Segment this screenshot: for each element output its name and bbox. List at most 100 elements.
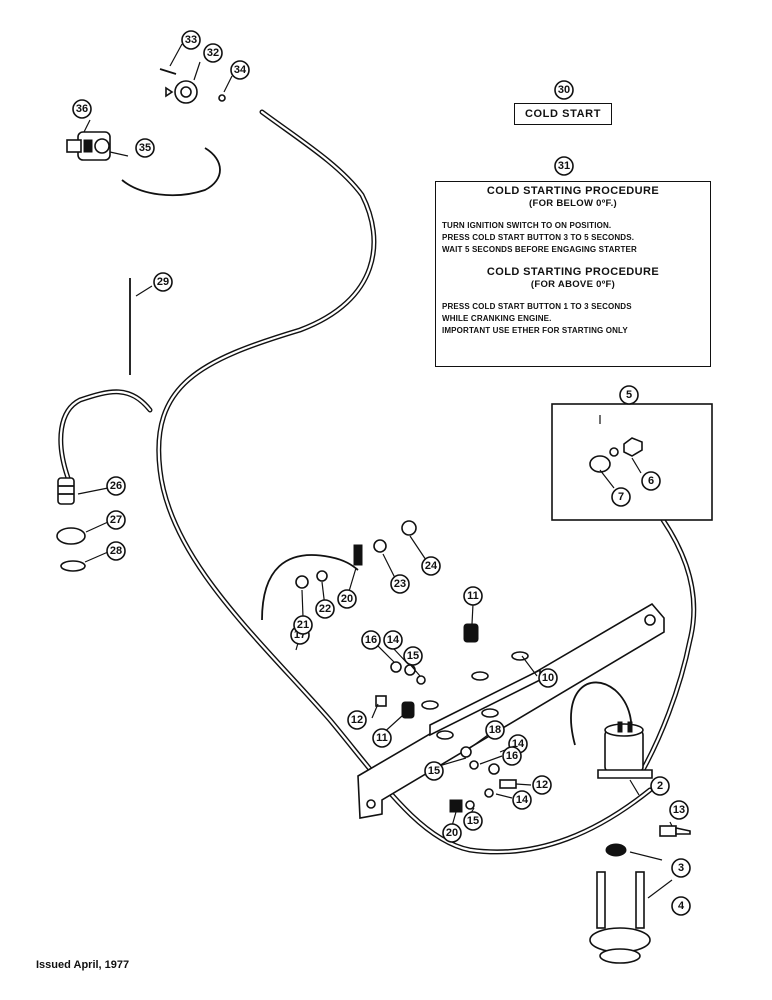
callout-15-c: 15 [463,811,483,831]
svg-text:26: 26 [110,480,122,492]
gasket-28 [60,560,86,572]
svg-text:30: 30 [558,84,570,96]
fitting-26 [57,477,75,505]
svg-text:15: 15 [428,765,440,777]
callout-23: 23 [390,574,410,594]
callout-11-upper: 11 [463,586,483,606]
svg-text:32: 32 [207,47,219,59]
svg-text:14: 14 [387,634,400,646]
callout-31: 31 [554,156,574,176]
screw-33 [159,68,177,75]
grommet-27 [56,527,86,545]
callout-32: 32 [203,43,223,63]
callout-3: 3 [671,858,691,878]
svg-text:15: 15 [407,650,419,662]
svg-text:18: 18 [489,724,501,736]
procedure-line: PRESS COLD START BUTTON 3 TO 5 SECONDS. [442,233,635,242]
callout-20-lower: 20 [442,823,462,843]
svg-text:20: 20 [446,827,458,839]
svg-text:16: 16 [365,634,377,646]
callout-29: 29 [153,272,173,292]
svg-text:34: 34 [234,64,247,76]
svg-text:11: 11 [376,732,388,744]
procedure-title-below: COLD STARTING PROCEDURE [486,185,660,197]
svg-text:10: 10 [542,672,554,684]
procedure-subtitle-below: (FOR BELOW 0ºF.) [529,198,617,209]
callout-16-a: 16 [361,630,381,650]
svg-text:12: 12 [536,779,548,791]
callout-12-right: 12 [532,775,552,795]
capscrew-13 [659,825,691,837]
callout-16-b: 16 [502,746,522,766]
ground-wire-17 [261,554,359,621]
bracket-strap-5 [637,517,697,778]
procedure-title-above: COLD STARTING PROCEDURE [486,266,660,278]
cold-start-switch-36 [66,131,111,161]
svg-text:35: 35 [139,142,151,154]
svg-text:2: 2 [657,780,663,792]
svg-text:31: 31 [558,160,570,172]
procedure-subtitle-above: (FOR ABOVE 0ºF) [530,279,616,290]
callout-6: 6 [641,471,661,491]
procedure-line: WHILE CRANKING ENGINE. [442,314,552,323]
callout-35: 35 [135,138,155,158]
inset-box-5 [551,403,713,521]
fitting-7 [589,455,611,473]
callout-14-c: 14 [512,790,532,810]
clip-11-lower [401,701,415,719]
push-button-32 [165,80,198,104]
cold-start-decal: COLD START [514,103,612,125]
callout-30: 30 [554,80,574,100]
svg-text:6: 6 [648,475,654,487]
callout-18: 18 [485,720,505,740]
procedure-line: TURN IGNITION SWITCH TO ON POSITION. [442,221,612,230]
svg-text:29: 29 [157,276,169,288]
ether-cable [58,389,153,481]
cold-starting-procedure-decal: COLD STARTING PROCEDURE (FOR BELOW 0ºF.)… [435,181,711,367]
svg-text:7: 7 [618,491,624,503]
procedure-line: PRESS COLD START BUTTON 1 TO 3 SECONDS [442,302,632,311]
svg-text:3: 3 [678,862,684,874]
callout-12-left: 12 [347,710,367,730]
starting-aid-solenoid-2 [597,721,653,779]
svg-text:5: 5 [626,389,632,401]
callout-36: 36 [72,99,92,119]
callout-11-lower: 11 [372,728,392,748]
callout-33: 33 [181,30,201,50]
callout-26: 26 [106,476,126,496]
svg-text:23: 23 [394,578,406,590]
ether-can-bracket-4 [589,871,651,964]
nut-6 [623,437,643,457]
main-cable [156,109,653,855]
callout-4: 4 [671,896,691,916]
callout-34: 34 [230,60,250,80]
svg-text:28: 28 [110,545,122,557]
procedure-line: IMPORTANT USE ETHER FOR STARTING ONLY [442,326,628,335]
grommet-3 [605,843,627,857]
callout-14-a: 14 [383,630,403,650]
callout-5: 5 [619,385,639,405]
svg-text:15: 15 [467,815,479,827]
callout-22: 22 [315,599,335,619]
callout-28: 28 [106,541,126,561]
cold-start-decal-text: COLD START [524,108,602,120]
clip-11-upper [463,623,479,643]
svg-text:36: 36 [76,103,88,115]
callout-21: 21 [293,615,313,635]
callout-20-upper: 20 [337,589,357,609]
svg-text:12: 12 [351,714,363,726]
svg-text:33: 33 [185,34,197,46]
nut-34 [218,94,226,102]
svg-text:20: 20 [341,593,353,605]
svg-text:16: 16 [506,750,518,762]
svg-text:27: 27 [110,514,122,526]
callout-15-b: 15 [424,761,444,781]
svg-text:24: 24 [425,560,438,572]
switch-wire-35 [121,147,221,197]
callout-24: 24 [421,556,441,576]
nut-6-sleeve [609,447,619,457]
callout-7: 7 [611,487,631,507]
callout-13: 13 [669,800,689,820]
